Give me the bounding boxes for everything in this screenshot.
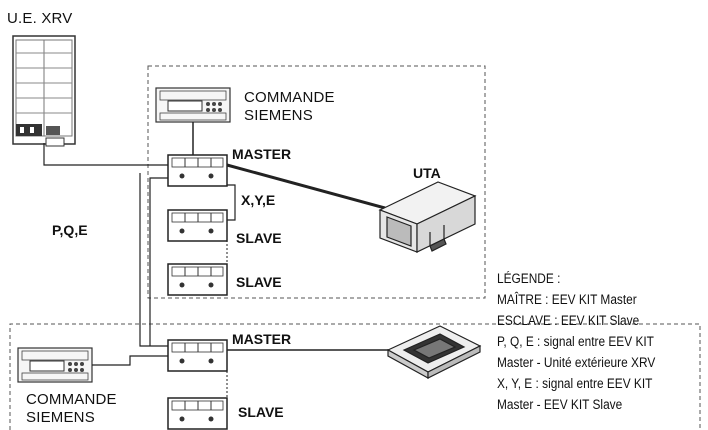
siemens-controller-top [155, 87, 231, 123]
outdoor-unit-label: U.E. XRV [7, 10, 73, 27]
eev-kit-slave-3 [167, 397, 228, 430]
controller-bottom-label-line1: COMMANDE [26, 391, 117, 408]
eev-kit-slave-2 [167, 263, 228, 296]
eev-kit-master-top [167, 154, 228, 187]
xye-label: X,Y,E [241, 192, 276, 208]
controller-top-label-line1: COMMANDE [244, 89, 335, 106]
legend-item: Master - Unité extérieure XRV [497, 355, 656, 370]
legend-item: MAÎTRE : EEV KIT Master [497, 292, 637, 307]
zone-box-top [147, 65, 486, 299]
outdoor-unit-xrv [12, 35, 76, 147]
controller-top-label-line2: SIEMENS [244, 107, 313, 124]
slave-3-label: SLAVE [238, 404, 284, 420]
wiring [43, 122, 392, 406]
slave-1-label: SLAVE [236, 230, 282, 246]
eev-kit-master-bottom [167, 339, 228, 372]
legend-item: P, Q, E : signal entre EEV KIT [497, 334, 654, 349]
slave-2-label: SLAVE [236, 274, 282, 290]
master-top-label: MASTER [232, 146, 292, 162]
uta-label: UTA [413, 165, 441, 181]
controller-bottom-label-line2: SIEMENS [26, 409, 95, 426]
legend-title: LÉGENDE : [497, 271, 561, 286]
legend-item: ESCLAVE : EEV KIT Slave [497, 313, 640, 328]
eev-kit-slave-1 [167, 209, 228, 242]
siemens-controller-bottom [17, 347, 93, 383]
uta-air-handling-unit [378, 181, 477, 253]
legend-item: X, Y, E : signal entre EEV KIT [497, 376, 653, 391]
legend-item: Master - EEV KIT Slave [497, 397, 623, 412]
legend: LÉGENDE : MAÎTRE : EEV KIT Master ESCLAV… [497, 268, 655, 415]
zone-box-bottom [9, 323, 701, 430]
pqe-label: P,Q,E [52, 222, 88, 238]
cassette-indoor-unit [386, 325, 482, 380]
master-bottom-label: MASTER [232, 331, 292, 347]
